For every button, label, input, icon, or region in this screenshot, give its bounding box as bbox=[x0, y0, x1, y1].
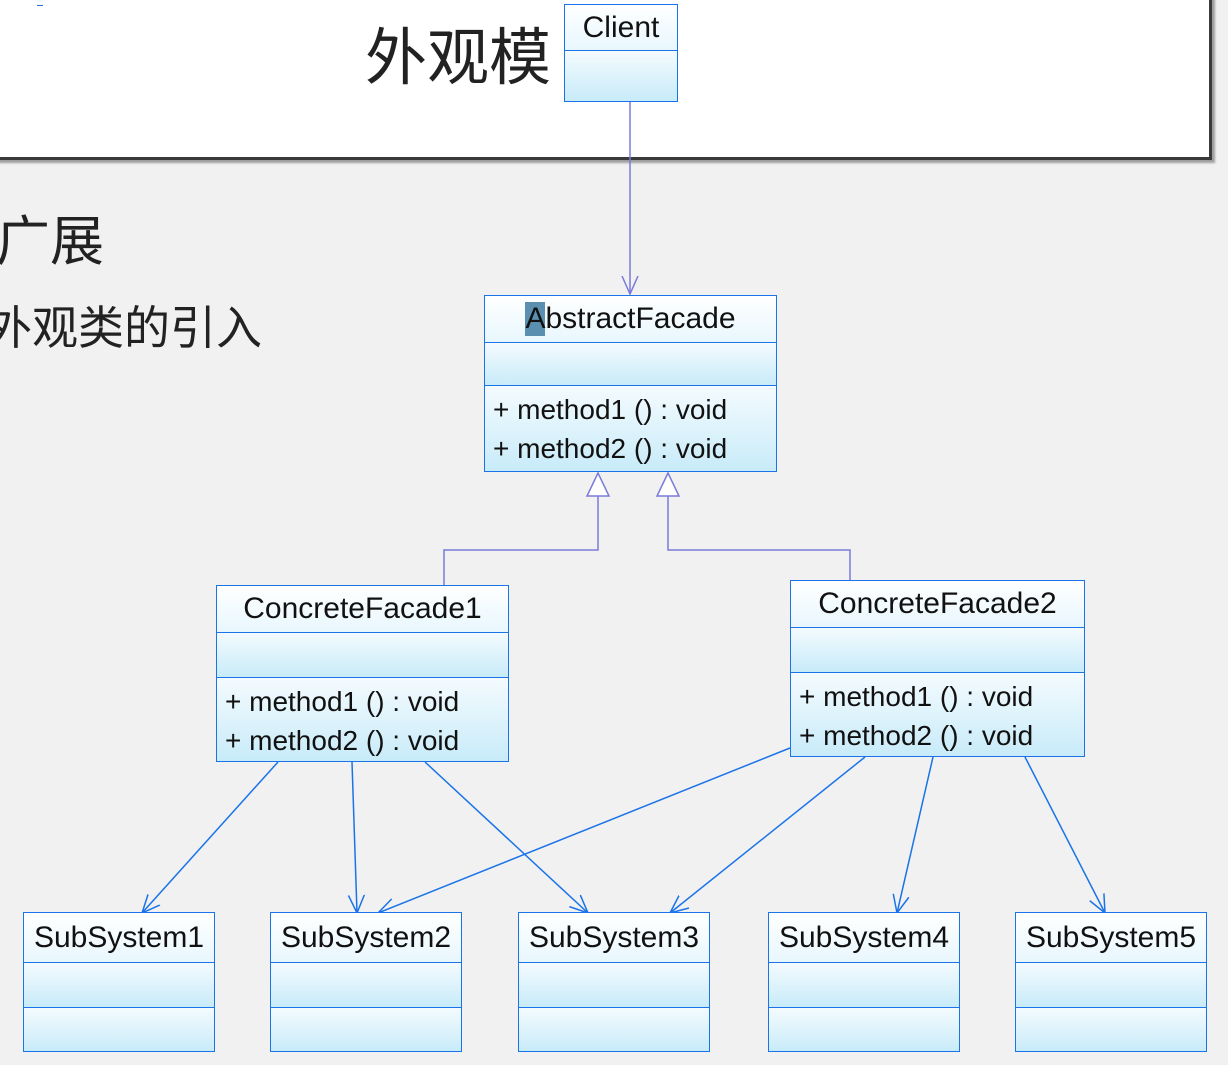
class-name: ConcreteFacade2 bbox=[791, 581, 1084, 628]
class-name-rest: bstractFacade bbox=[545, 302, 736, 335]
generalization-concretefacade1 bbox=[443, 496, 599, 585]
class-name: SubSystem3 bbox=[519, 913, 709, 963]
class-subsystem-1[interactable]: SubSystem1 bbox=[23, 912, 215, 1052]
class-name: SubSystem2 bbox=[271, 913, 461, 963]
class-attributes bbox=[485, 343, 776, 386]
association-cf2-to-subsystem2 bbox=[378, 747, 791, 913]
class-subsystem-4[interactable]: SubSystem4 bbox=[768, 912, 960, 1052]
class-subsystem-3[interactable]: SubSystem3 bbox=[518, 912, 710, 1052]
bullet-heading: 广展 bbox=[0, 210, 104, 273]
class-methods bbox=[24, 1008, 214, 1051]
class-attributes bbox=[217, 633, 508, 678]
class-subsystem-5[interactable]: SubSystem5 bbox=[1015, 912, 1207, 1052]
class-methods: + method1 () : void + method2 () : void bbox=[485, 386, 776, 471]
class-attributes bbox=[769, 963, 959, 1008]
class-attributes bbox=[565, 51, 677, 101]
association-cf1-to-subsystem1 bbox=[142, 761, 279, 913]
class-name: Client bbox=[565, 5, 677, 51]
class-name: SubSystem5 bbox=[1016, 913, 1206, 963]
class-name: SubSystem4 bbox=[769, 913, 959, 963]
association-cf2-to-subsystem5 bbox=[1024, 756, 1105, 913]
method-row: + method1 () : void bbox=[493, 394, 728, 425]
class-concrete-facade-2[interactable]: ConcreteFacade2 + method1 () : void + me… bbox=[790, 580, 1085, 757]
association-cf1-to-subsystem2 bbox=[352, 761, 357, 913]
generalization-triangle-1 bbox=[585, 471, 611, 497]
generalization-concretefacade2 bbox=[667, 496, 851, 580]
class-methods: + method1 () : void + method2 () : void bbox=[791, 673, 1084, 756]
class-attributes bbox=[24, 963, 214, 1008]
class-subsystem-2[interactable]: SubSystem2 bbox=[270, 912, 462, 1052]
slide-title: 外观模 bbox=[365, 21, 552, 94]
class-methods: + method1 () : void + method2 () : void bbox=[217, 678, 508, 761]
header-mark bbox=[37, 5, 43, 6]
class-methods bbox=[519, 1008, 709, 1051]
class-name: ConcreteFacade1 bbox=[217, 586, 508, 633]
class-attributes bbox=[271, 963, 461, 1008]
class-attributes bbox=[1016, 963, 1206, 1008]
method-row: + method2 () : void bbox=[225, 725, 460, 756]
generalization-triangle-2 bbox=[655, 471, 681, 497]
class-concrete-facade-1[interactable]: ConcreteFacade1 + method1 () : void + me… bbox=[216, 585, 509, 762]
class-methods bbox=[271, 1008, 461, 1051]
class-attributes bbox=[791, 628, 1084, 673]
class-methods bbox=[769, 1008, 959, 1051]
association-cf2-to-subsystem3 bbox=[670, 756, 866, 913]
method-row: + method1 () : void bbox=[799, 681, 1034, 712]
association-cf1-to-subsystem3 bbox=[424, 761, 588, 913]
bullet-subheading: 外观类的引入 bbox=[0, 301, 262, 355]
method-row: + method1 () : void bbox=[225, 686, 460, 717]
method-row: + method2 () : void bbox=[493, 433, 728, 464]
text-selection-highlight: A bbox=[525, 302, 546, 336]
class-name: SubSystem1 bbox=[24, 913, 214, 963]
class-client[interactable]: Client bbox=[564, 4, 678, 102]
class-methods bbox=[1016, 1008, 1206, 1051]
class-attributes bbox=[519, 963, 709, 1008]
method-row: + method2 () : void bbox=[799, 720, 1034, 751]
association-cf2-to-subsystem4 bbox=[897, 756, 934, 913]
